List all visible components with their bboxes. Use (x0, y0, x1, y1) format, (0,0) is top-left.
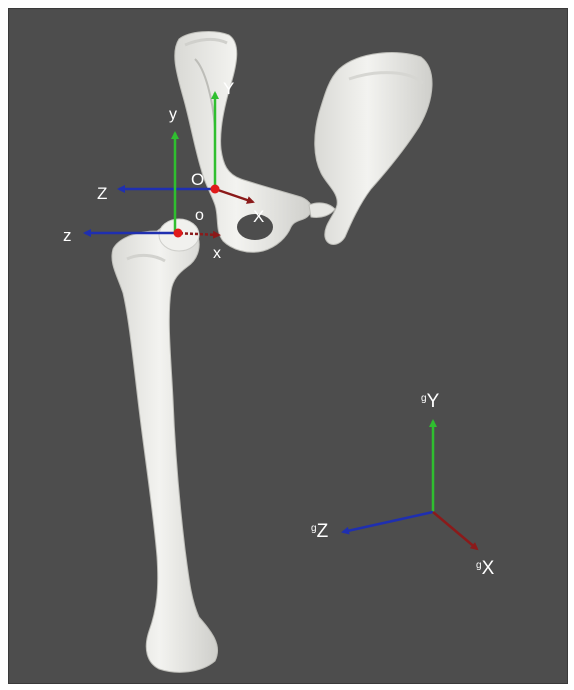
3d-viewport[interactable]: O X Y Z o x y z gY gZ gX (8, 8, 568, 684)
pelvis-origin-dot (211, 185, 220, 194)
global-z-axis (343, 512, 433, 532)
global-x-label: gX (476, 558, 495, 579)
pelvis-left-bone (309, 53, 432, 245)
global-y-label: gY (421, 391, 440, 412)
femur-x-label: x (213, 245, 221, 262)
pelvis-z-label: Z (97, 184, 107, 203)
global-x-axis (433, 512, 477, 549)
pelvis-x-label: X (253, 207, 264, 226)
pelvis-y-label: Y (223, 79, 234, 98)
femur-z-label: z (63, 226, 72, 245)
global-z-label: gZ (311, 521, 329, 542)
scene: O X Y Z o x y z gY gZ gX (9, 9, 569, 685)
pelvis-origin-label: O (191, 170, 204, 189)
femur-origin-label: o (195, 207, 204, 224)
femur-y-label: y (169, 106, 177, 123)
femur-bone (112, 219, 218, 672)
femur-origin-dot (174, 229, 183, 238)
global-frame: gY gZ gX (311, 391, 495, 579)
